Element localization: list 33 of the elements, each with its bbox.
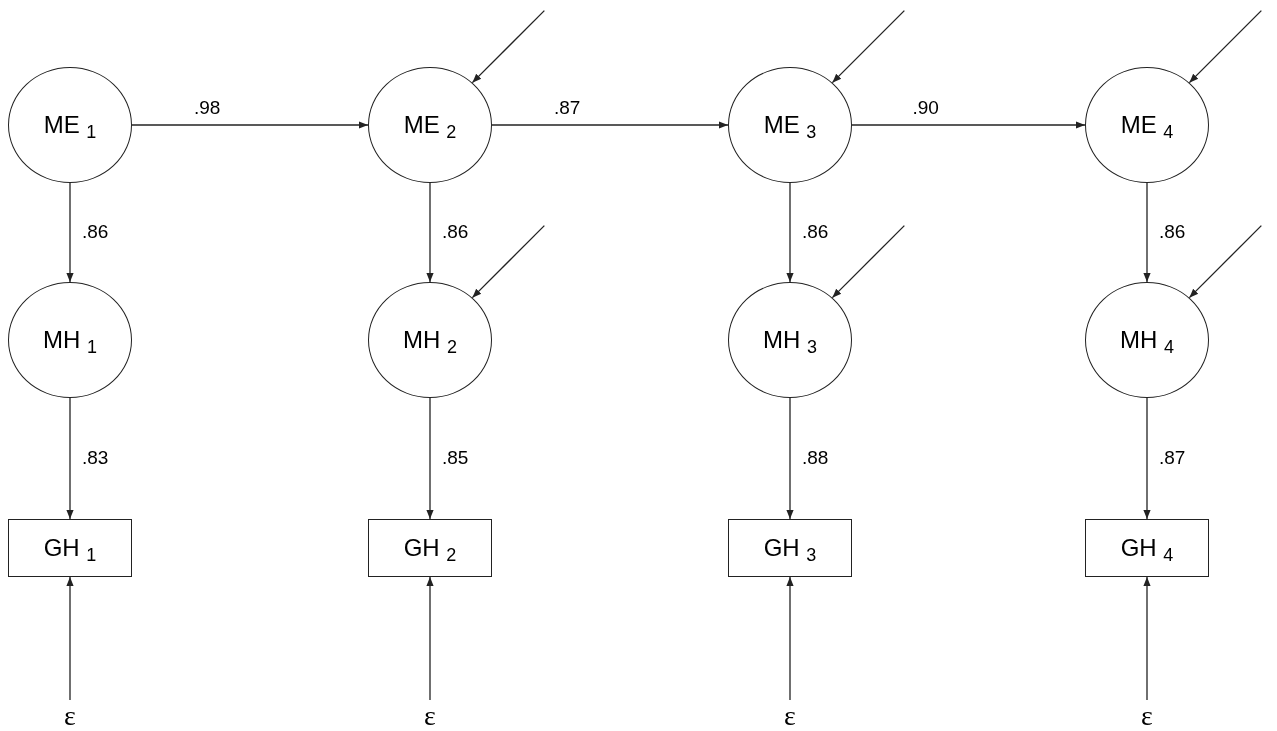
arrow (426, 576, 434, 701)
arrow (1143, 397, 1151, 520)
observed-variable-box: GH $_{1}$ (8, 519, 132, 577)
arrow (851, 121, 1086, 129)
latent-variable-circle: MH $_{3}$ (728, 282, 852, 398)
arrow (491, 121, 729, 129)
arrow (471, 10, 545, 84)
arrow (426, 397, 434, 520)
latent-variable-circle: ME $_{1}$ (8, 67, 132, 183)
observed-variable-box: GH $_{4}$ (1085, 519, 1209, 577)
arrow (426, 182, 434, 283)
arrow (831, 10, 905, 84)
arrow (1143, 576, 1151, 701)
arrow (131, 121, 369, 129)
arrow (66, 397, 74, 520)
arrow (786, 576, 794, 701)
latent-variable-circle: ME $_{3}$ (728, 67, 852, 183)
arrow (471, 225, 545, 299)
latent-variable-circle: ME $_{2}$ (368, 67, 492, 183)
latent-variable-circle: MH $_{2}$ (368, 282, 492, 398)
observed-variable-box: GH $_{3}$ (728, 519, 852, 577)
arrow (66, 182, 74, 283)
arrow (66, 576, 74, 701)
arrow (1188, 225, 1262, 299)
observed-variable-box: GH $_{2}$ (368, 519, 492, 577)
latent-variable-circle: MH $_{4}$ (1085, 282, 1209, 398)
arrow (1188, 10, 1262, 84)
arrow (786, 182, 794, 283)
arrow (786, 397, 794, 520)
latent-variable-circle: MH $_{1}$ (8, 282, 132, 398)
arrow (1143, 182, 1151, 283)
latent-variable-circle: ME $_{4}$ (1085, 67, 1209, 183)
arrow (831, 225, 905, 299)
